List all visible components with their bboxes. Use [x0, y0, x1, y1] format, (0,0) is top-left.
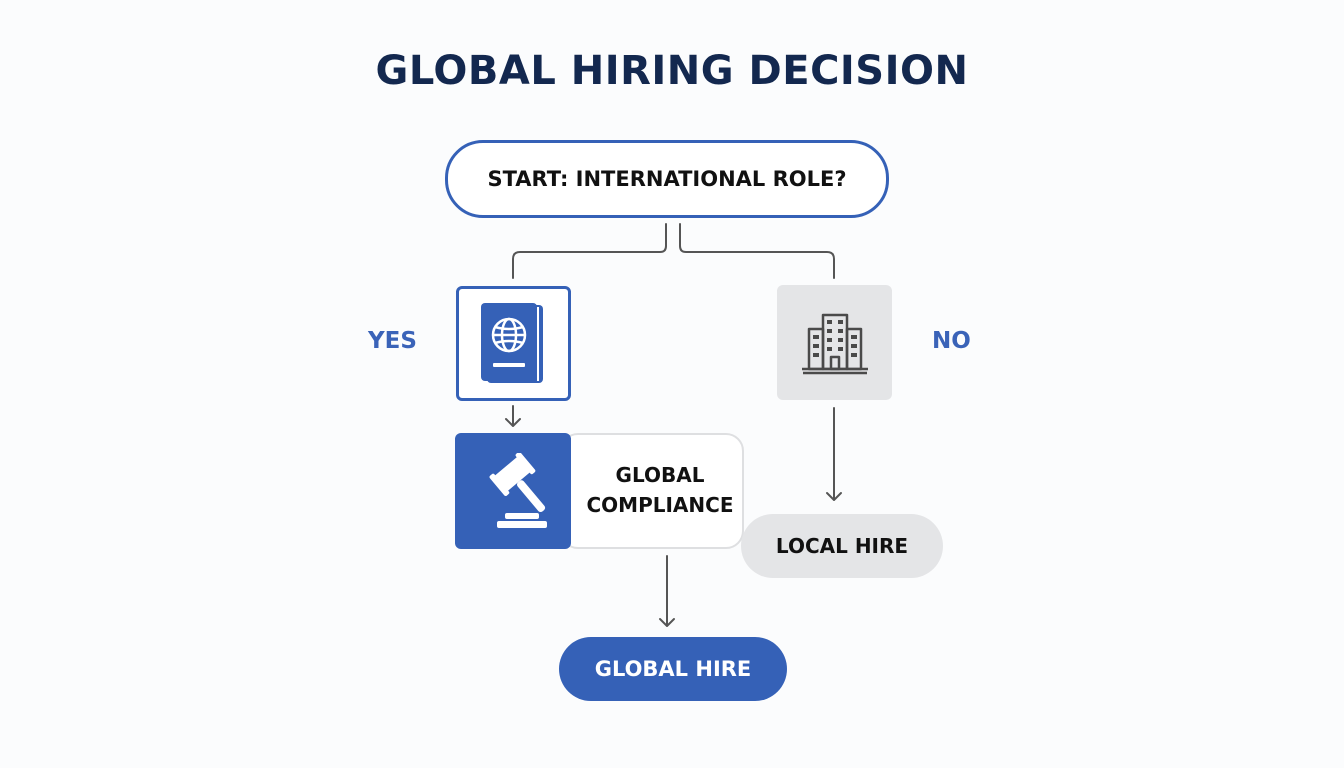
yes-branch-connector	[512, 223, 667, 279]
start-node-label: START: INTERNATIONAL ROLE?	[487, 167, 847, 191]
diagram-title: GLOBAL HIRING DECISION	[375, 48, 969, 94]
local-hire-label: LOCAL HIRE	[775, 534, 909, 558]
office-building-node	[777, 285, 892, 400]
arrow-building-to-local-hire	[826, 407, 842, 501]
passport-icon	[480, 302, 543, 383]
compliance-label: GLOBAL COMPLIANCE	[575, 433, 745, 547]
yes-branch-label: YES	[368, 328, 417, 354]
no-branch-label: NO	[932, 328, 971, 354]
compliance-node	[455, 433, 571, 549]
start-node: START: INTERNATIONAL ROLE?	[445, 140, 889, 218]
no-branch-connector	[679, 223, 835, 279]
compliance-label-line2: COMPLIANCE	[586, 493, 734, 517]
arrow-passport-to-compliance	[505, 405, 521, 427]
compliance-label-line1: GLOBAL	[615, 463, 705, 487]
office-building-icon	[801, 313, 868, 374]
compliance-card	[560, 433, 744, 549]
gavel-icon	[489, 453, 547, 528]
local-hire-outcome: LOCAL HIRE	[741, 514, 943, 578]
global-hire-outcome: GLOBAL HIRE	[559, 637, 787, 701]
passport-node	[456, 286, 571, 401]
global-hire-label: GLOBAL HIRE	[594, 657, 752, 681]
arrow-compliance-to-global-hire	[659, 555, 675, 627]
